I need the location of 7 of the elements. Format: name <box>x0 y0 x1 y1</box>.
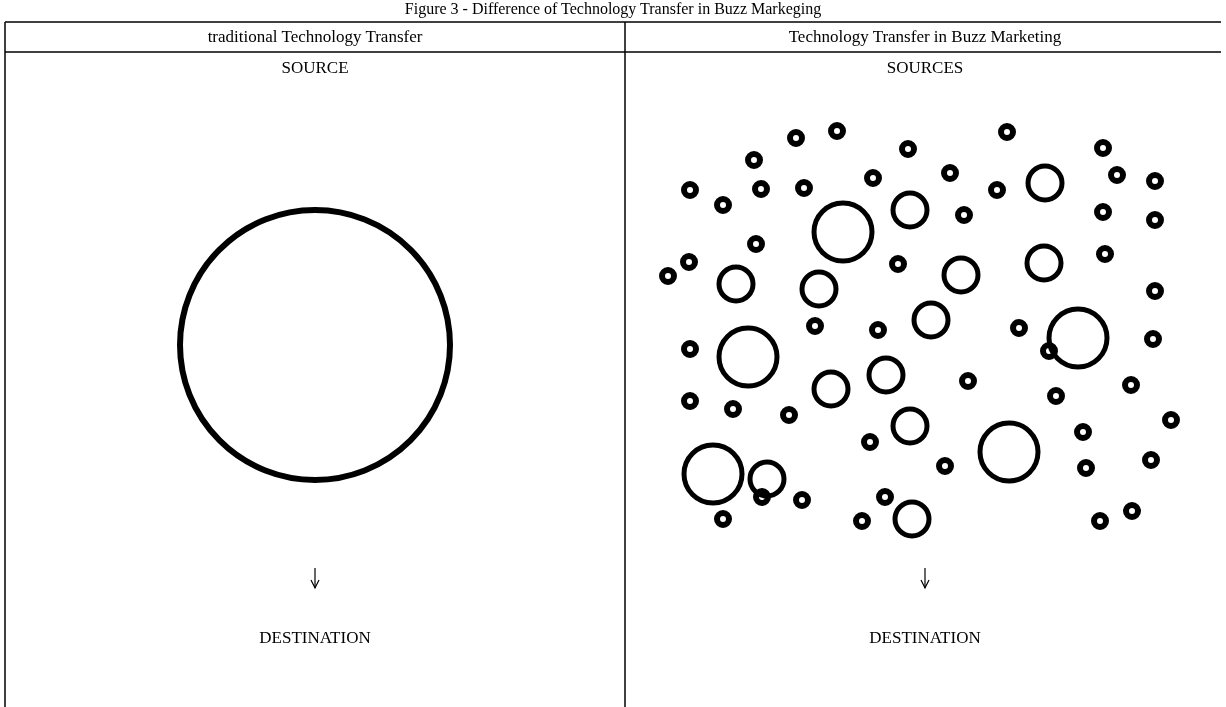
section-label: SOURCE <box>280 58 350 78</box>
column-header: Technology Transfer in Buzz Marketing <box>787 27 1063 47</box>
section-label: DESTINATION <box>258 628 372 648</box>
section-label: SOURCES <box>885 58 965 78</box>
column-header: traditional Technology Transfer <box>206 27 424 47</box>
figure-title: Figure 3 - Difference of Technology Transfer in Buzz Markeging <box>403 0 823 18</box>
section-label: DESTINATION <box>868 628 982 648</box>
